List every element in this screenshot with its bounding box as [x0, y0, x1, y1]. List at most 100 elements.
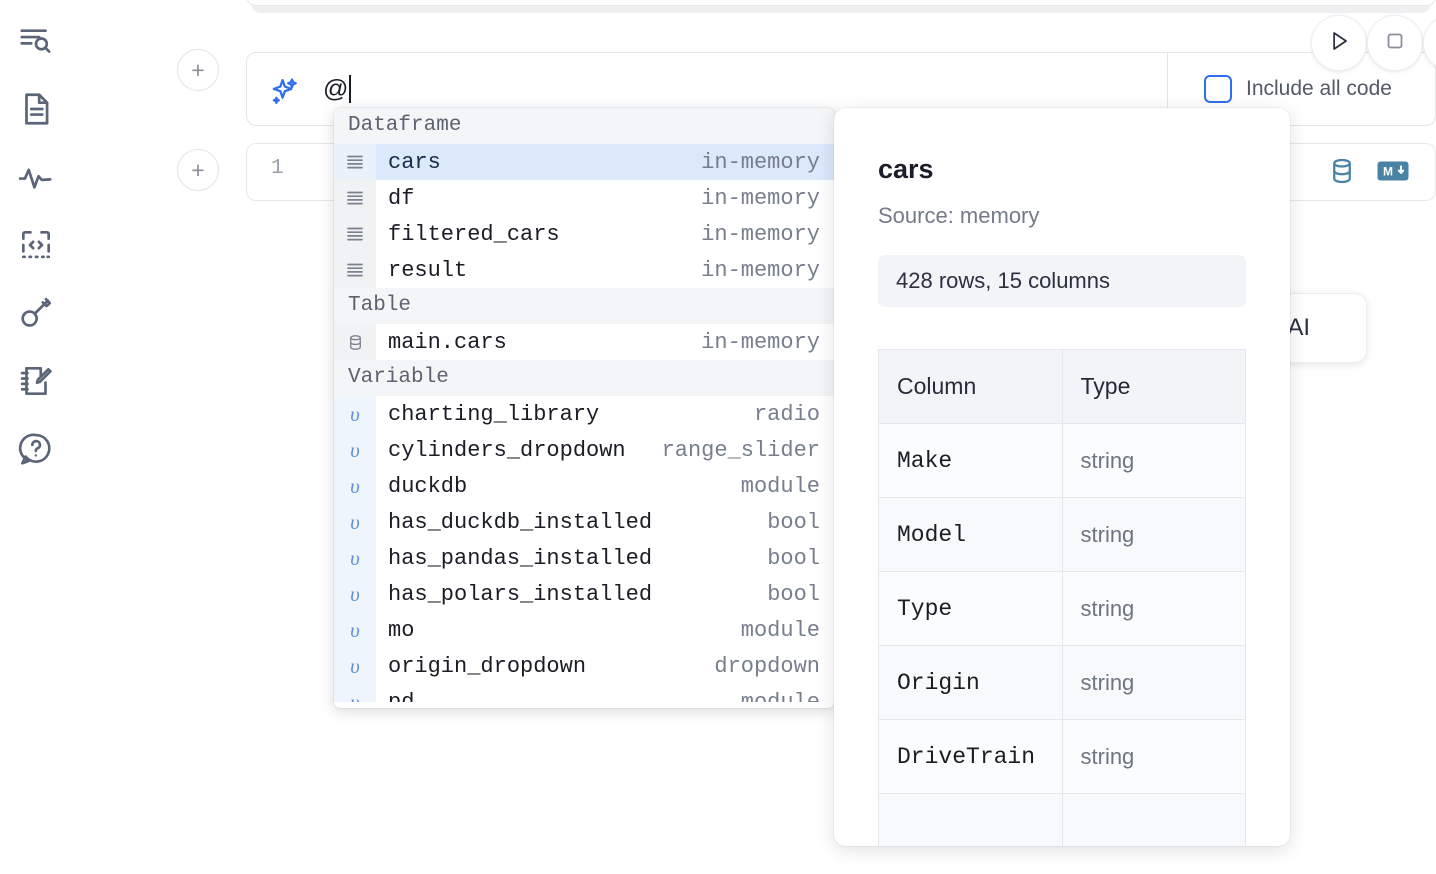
dataframe-rows-icon: [334, 180, 376, 216]
schema-column-name: Make: [879, 424, 1063, 498]
autocomplete-item-name: has_polars_installed: [376, 582, 767, 607]
autocomplete-item[interactable]: υcylinders_dropdownrange_slider: [334, 432, 834, 468]
schema-column-name: Model: [879, 498, 1063, 572]
autocomplete-item[interactable]: υhas_pandas_installedbool: [334, 540, 834, 576]
completion-info-panel: cars Source: memory 428 rows, 15 columns…: [834, 108, 1290, 846]
table-row: Originstring: [879, 646, 1246, 720]
autocomplete-item[interactable]: dfin-memory: [334, 180, 834, 216]
autocomplete-item-type: module: [741, 618, 834, 643]
schema-column-type: string: [1062, 720, 1246, 794]
variable-upsilon-icon: υ: [334, 504, 376, 540]
variable-upsilon-icon: υ: [334, 540, 376, 576]
autocomplete-item-type: in-memory: [701, 330, 834, 355]
cell-above-partial: [246, 0, 1436, 6]
variable-upsilon-icon: υ: [334, 432, 376, 468]
autocomplete-item-type: bool: [767, 510, 834, 535]
autocomplete-item-type: bool: [767, 582, 834, 607]
autocomplete-item-name: cylinders_dropdown: [376, 438, 662, 463]
dataframe-rows-icon: [334, 252, 376, 288]
table-row: DriveTrainstring: [879, 720, 1246, 794]
plus-icon: +: [191, 59, 204, 82]
schema-column-name: DriveTrain: [879, 720, 1063, 794]
schema-column-type: string: [1062, 646, 1246, 720]
autocomplete-item[interactable]: υhas_duckdb_installedbool: [334, 504, 834, 540]
autocomplete-item[interactable]: carsin-memory: [334, 144, 834, 180]
autocomplete-item-type: radio: [754, 402, 834, 427]
info-shape-badge: 428 rows, 15 columns: [878, 255, 1246, 307]
schema-column-type: [1062, 794, 1246, 847]
autocomplete-item-type: module: [741, 474, 834, 499]
autocomplete-item-type: in-memory: [701, 222, 834, 247]
schema-table: ColumnType MakestringModelstringTypestri…: [878, 349, 1246, 846]
svg-text:M: M: [1383, 165, 1393, 179]
include-all-code-checkbox[interactable]: [1204, 75, 1232, 103]
autocomplete-item-name: result: [376, 258, 701, 283]
with-ai-label: AI: [1287, 314, 1310, 342]
autocomplete-item-type: range_slider: [662, 438, 834, 463]
autocomplete-group-table: main.carsin-memory: [334, 324, 834, 360]
autocomplete-item[interactable]: υorigin_dropdowndropdown: [334, 648, 834, 684]
table-row: Typestring: [879, 572, 1246, 646]
autocomplete-dropdown[interactable]: Dataframecarsin-memorydfin-memoryfiltere…: [334, 108, 834, 708]
ai-prompt-input[interactable]: @: [323, 75, 351, 103]
play-icon: [1326, 28, 1352, 59]
autocomplete-item[interactable]: resultin-memory: [334, 252, 834, 288]
chat-question-icon[interactable]: [13, 426, 59, 472]
dataframe-rows-icon: [334, 216, 376, 252]
info-source: Source: memory: [878, 203, 1246, 229]
run-button[interactable]: [1311, 15, 1367, 71]
autocomplete-item[interactable]: υduckdbmodule: [334, 468, 834, 504]
autocomplete-item-name: mo: [376, 618, 741, 643]
autocomplete-item[interactable]: υcharting_libraryradio: [334, 396, 834, 432]
activity-pulse-icon[interactable]: [13, 154, 59, 200]
table-row-clipped: [879, 794, 1246, 847]
code-brackets-icon[interactable]: [13, 222, 59, 268]
notebook-pencil-icon[interactable]: [13, 358, 59, 404]
schema-table-header-row: ColumnType: [879, 350, 1246, 424]
cell-shadow-top: [252, 5, 1430, 13]
schema-table-header-cell: Type: [1062, 350, 1246, 424]
key-icon[interactable]: [13, 290, 59, 336]
variable-upsilon-icon: υ: [334, 396, 376, 432]
line-number: 1: [271, 157, 284, 180]
autocomplete-item[interactable]: filtered_carsin-memory: [334, 216, 834, 252]
variable-upsilon-icon: υ: [334, 612, 376, 648]
autocomplete-item-type: dropdown: [714, 654, 834, 679]
table-row: Makestring: [879, 424, 1246, 498]
autocomplete-item-type: in-memory: [701, 258, 834, 283]
variable-upsilon-icon: υ: [334, 576, 376, 612]
cell-action-bar: M: [1327, 156, 1409, 186]
add-cell-button-bottom[interactable]: +: [177, 149, 219, 191]
add-cell-button-top[interactable]: +: [177, 49, 219, 91]
autocomplete-item-name: cars: [376, 150, 701, 175]
autocomplete-item-name: charting_library: [376, 402, 754, 427]
autocomplete-item-name: has_duckdb_installed: [376, 510, 767, 535]
autocomplete-item-name: has_pandas_installed: [376, 546, 767, 571]
autocomplete-group-label-dataframe: Dataframe: [334, 108, 834, 144]
dataframe-rows-icon: [334, 144, 376, 180]
autocomplete-item-name: filtered_cars: [376, 222, 701, 247]
outline-search-icon[interactable]: [13, 18, 59, 64]
info-title: cars: [878, 154, 1246, 185]
schema-column-name: [879, 794, 1063, 847]
autocomplete-item-name: df: [376, 186, 701, 211]
database-icon[interactable]: [1327, 156, 1357, 186]
markdown-icon[interactable]: M: [1377, 159, 1409, 183]
schema-column-name: Origin: [879, 646, 1063, 720]
stop-button[interactable]: [1367, 15, 1423, 71]
autocomplete-item[interactable]: main.carsin-memory: [334, 324, 834, 360]
schema-table-header-cell: Column: [879, 350, 1063, 424]
autocomplete-item-name: origin_dropdown: [376, 654, 714, 679]
autocomplete-item[interactable]: υhas_polars_installedbool: [334, 576, 834, 612]
sparkle-icon: [267, 75, 301, 109]
schema-column-type: string: [1062, 424, 1246, 498]
document-icon[interactable]: [13, 86, 59, 132]
autocomplete-item-type: bool: [767, 546, 834, 571]
variable-upsilon-icon: υ: [334, 468, 376, 504]
autocomplete-item-name: pd: [376, 690, 741, 703]
autocomplete-item-type: in-memory: [701, 150, 834, 175]
autocomplete-item-clipped[interactable]: υpdmodule: [334, 684, 834, 702]
autocomplete-group-variable: υcharting_libraryradioυcylinders_dropdow…: [334, 396, 834, 684]
autocomplete-item[interactable]: υmomodule: [334, 612, 834, 648]
